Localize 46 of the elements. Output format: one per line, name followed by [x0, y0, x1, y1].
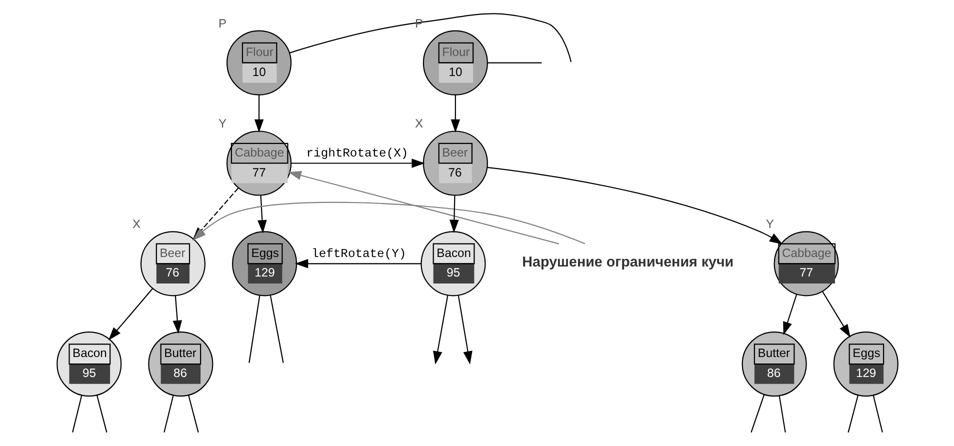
node-label: Y: [765, 216, 774, 231]
node-circle: Cabbage 77: [773, 230, 838, 296]
arrow: [450, 94, 460, 132]
connector: [96, 394, 107, 432]
connector: [289, 12, 572, 62]
connector: [248, 294, 260, 362]
arrow: [457, 294, 472, 364]
node-circle: Flour 10: [226, 30, 292, 95]
edge-label: rightRotate(X): [306, 146, 408, 160]
node-circle: Bacon 95: [420, 230, 486, 296]
node-circle: Cabbage 77: [226, 130, 292, 196]
connector: [847, 394, 858, 432]
connector: [486, 62, 542, 63]
node-circle: Flour 10: [422, 30, 488, 95]
node-circle: Beer 76: [422, 130, 488, 196]
node-circle: Bacon 95: [56, 331, 122, 396]
connector: [778, 395, 786, 432]
node-label: Y: [218, 116, 226, 130]
arrow: [254, 94, 264, 132]
arrow: [486, 166, 782, 244]
connector: [872, 394, 882, 432]
node-text: Нарушение ограничения кучи: [522, 254, 734, 270]
connector: [163, 394, 174, 432]
arrow: [257, 194, 266, 233]
node-label: X: [132, 216, 140, 231]
node-label: P: [218, 16, 226, 30]
node-label: X: [414, 116, 423, 130]
arrow: [822, 290, 850, 338]
arrow: [432, 294, 448, 364]
arrow: [290, 158, 424, 168]
connector: [188, 394, 198, 432]
edge-label: leftRotate(Y): [311, 246, 406, 260]
arrow: [108, 288, 153, 340]
node-circle: Butter 86: [741, 331, 806, 396]
node-circle: Eggs 129: [232, 230, 297, 296]
arrow: [782, 294, 797, 335]
arrow: [294, 258, 421, 268]
connector: [750, 394, 764, 432]
arrow: [449, 194, 458, 233]
arrow: [288, 170, 559, 244]
arrow: [172, 295, 182, 334]
node-circle: Eggs 129: [832, 331, 898, 396]
connector: [269, 294, 284, 362]
connector: [72, 394, 82, 432]
node-circle: Butter 86: [148, 331, 213, 396]
node-circle: Beer 76: [140, 230, 206, 296]
